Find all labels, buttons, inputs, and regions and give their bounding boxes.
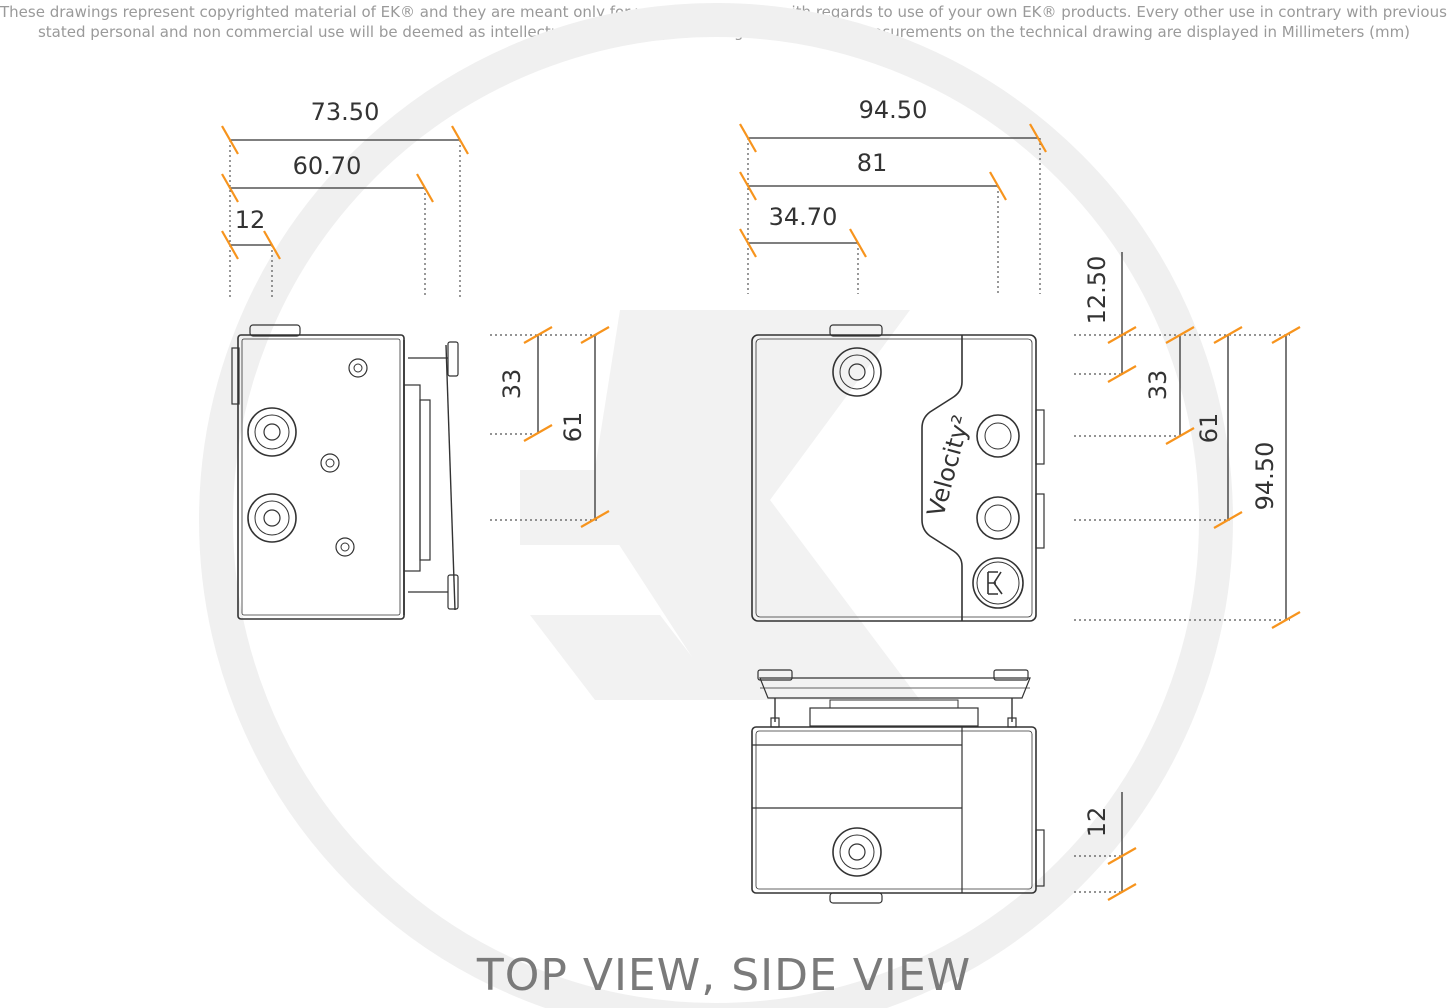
dim-side-height-body: 61	[1195, 413, 1223, 444]
front-view-block	[751, 324, 1045, 622]
brand-label: Velocity²	[922, 412, 976, 519]
dim-side-overall: 94.50	[859, 96, 928, 124]
left-view-block	[231, 324, 459, 620]
dimension-ticks	[221, 123, 1301, 901]
dim-side-body: 81	[857, 149, 888, 177]
dim-side-height-ports: 33	[1144, 370, 1172, 401]
ek-badge-icon	[987, 571, 1003, 595]
dim-top-height-ports: 33	[498, 369, 526, 400]
dim-side-port: 34.70	[769, 203, 838, 231]
dim-bottom-port: 12	[1083, 807, 1111, 838]
dimension-lines	[230, 137, 1287, 893]
dim-side-height-overall: 94.50	[1251, 442, 1279, 511]
dim-top-port: 12	[235, 206, 266, 234]
page-caption: TOP VIEW, SIDE VIEW	[476, 950, 972, 1001]
dim-top-height-overall: 61	[559, 412, 587, 443]
bottom-view-block	[751, 669, 1045, 904]
extension-lines	[229, 138, 1290, 893]
ek-logo-watermark	[520, 310, 920, 700]
dim-side-offset: 12.50	[1083, 256, 1111, 325]
dim-top-overall: 73.50	[311, 98, 380, 126]
dim-top-body: 60.70	[293, 152, 362, 180]
